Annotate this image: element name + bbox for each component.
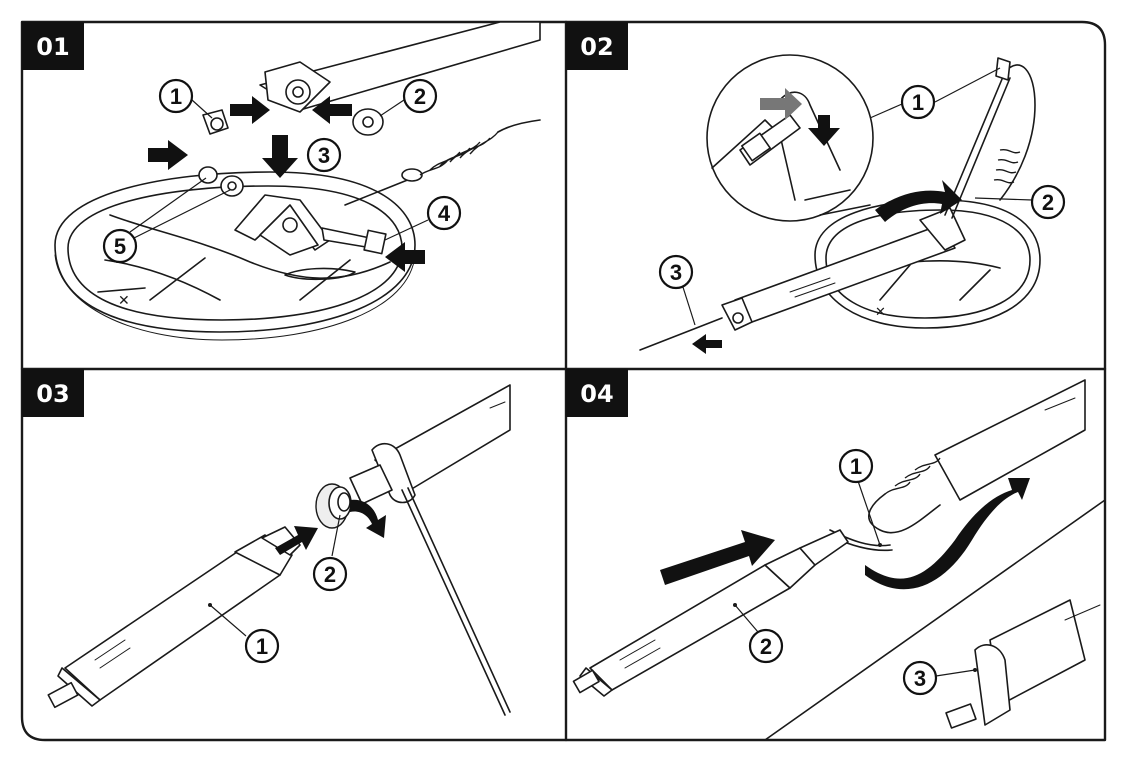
step-label-01: 01 (36, 33, 69, 61)
detail-magnifier (706, 54, 874, 222)
callout-2: 2 (974, 184, 1066, 220)
callout-1: 1 (838, 448, 882, 547)
callout-label: 1 (256, 634, 268, 659)
callout-4: 4 (384, 195, 462, 241)
panel-03: 03 (22, 369, 511, 716)
callout-label: 1 (170, 84, 182, 109)
callouts-04: 1 2 3 (733, 448, 977, 696)
callout-2: 2 (733, 603, 784, 664)
callout-2: 2 (312, 514, 348, 592)
callout-label: 3 (670, 260, 682, 285)
callout-label: 1 (850, 454, 862, 479)
coil-shaft-illustration: ✕ (639, 57, 1041, 351)
panel-02: 02 ✕ (566, 22, 1066, 354)
panel-04: 04 (566, 369, 1106, 741)
svg-text:✕: ✕ (875, 305, 886, 320)
callouts-03: 1 2 (208, 514, 348, 664)
step-badge-04: 04 (566, 369, 628, 417)
callout-2: 2 (379, 78, 438, 117)
shaft-illustration-03 (47, 384, 511, 716)
callout-label: 2 (414, 84, 426, 109)
callout-label: 3 (318, 143, 330, 168)
step-label-04: 04 (580, 380, 613, 408)
step-badge-02: 02 (566, 22, 628, 70)
callout-1: 1 (869, 67, 1001, 120)
callout-label: 2 (760, 634, 772, 659)
callout-1: 1 (158, 78, 213, 119)
callout-3: 3 (902, 660, 977, 696)
callouts-02: 1 2 3 (658, 67, 1066, 326)
assembly-arrows-04 (660, 478, 1030, 590)
step-badge-03: 03 (22, 369, 84, 417)
callouts-01: 1 2 3 4 5 (102, 78, 462, 264)
svg-text:✕: ✕ (118, 293, 130, 309)
callout-label: 4 (438, 201, 451, 226)
callout-label: 3 (914, 666, 926, 691)
panel-01: 01 ✕ (22, 21, 541, 341)
callout-label: 5 (114, 234, 126, 259)
assembly-arrows-01 (148, 96, 425, 272)
callout-label: 2 (324, 562, 336, 587)
callout-label: 1 (912, 90, 924, 115)
step-label-03: 03 (36, 380, 69, 408)
step-label-02: 02 (580, 33, 613, 61)
callout-3: 3 (658, 254, 696, 326)
shaft-illustration-04 (572, 379, 1106, 741)
assembly-arrows-02 (692, 180, 962, 354)
callout-1: 1 (208, 603, 280, 664)
callout-3: 3 (306, 137, 342, 173)
coil-illustration: ✕ (54, 21, 541, 341)
assembly-arrows-03 (275, 526, 318, 555)
callout-5: 5 (102, 177, 231, 264)
step-badge-01: 01 (22, 22, 84, 70)
callout-label: 2 (1042, 190, 1054, 215)
